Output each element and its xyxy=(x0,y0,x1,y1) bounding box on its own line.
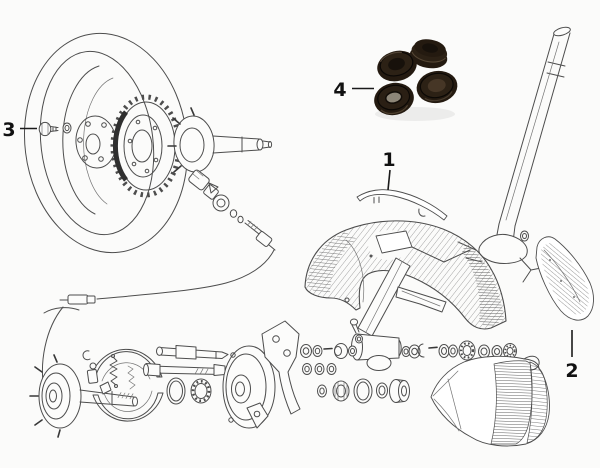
washer xyxy=(520,230,529,242)
wheel-hub-plate xyxy=(75,115,117,169)
callout-2[interactable]: 2 xyxy=(565,330,579,382)
c-clip xyxy=(82,350,91,361)
brake-cam xyxy=(86,362,112,395)
brake-hub xyxy=(29,354,138,438)
callout-4[interactable]: 4 xyxy=(333,79,374,101)
washer xyxy=(302,363,312,375)
axle-rod xyxy=(143,363,226,377)
grommet xyxy=(374,82,414,116)
brake-lever xyxy=(246,402,269,429)
hub-flange-axle xyxy=(167,107,273,182)
nut xyxy=(408,344,421,359)
front-fender xyxy=(304,220,507,330)
fender-brace-part-1 xyxy=(356,189,448,221)
callout-1[interactable]: 1 xyxy=(382,149,396,191)
o-ring xyxy=(166,377,186,405)
rear-fender-section xyxy=(430,355,550,447)
speedometer-drive xyxy=(188,169,276,251)
hardware-row-middle xyxy=(302,363,337,375)
washer xyxy=(478,344,490,359)
slider-bolt xyxy=(349,318,363,344)
end-cap xyxy=(389,379,410,403)
washer xyxy=(348,345,357,357)
pin xyxy=(323,347,333,350)
ribbed-cap xyxy=(332,380,350,402)
bearing xyxy=(190,378,212,404)
front-wheel xyxy=(23,32,189,254)
pin xyxy=(428,346,438,349)
side-trim-part-2 xyxy=(520,230,594,321)
axle-rod xyxy=(156,345,229,360)
grommet xyxy=(416,70,458,104)
washer xyxy=(438,344,450,358)
callout-4-label[interactable]: 4 xyxy=(333,79,346,101)
washer xyxy=(312,345,323,357)
partial-ring xyxy=(417,343,425,358)
grommet xyxy=(377,50,417,82)
anchor-arm xyxy=(261,320,301,415)
rubber-grommets-part-4 xyxy=(374,39,458,121)
callout-1-label[interactable]: 1 xyxy=(382,149,395,171)
callout-3[interactable]: 3 xyxy=(2,119,37,141)
hardware-row-upper xyxy=(300,340,517,361)
hub-bolt-part-3 xyxy=(38,121,72,137)
callout-2-label[interactable]: 2 xyxy=(565,360,578,382)
brake-backing-plate xyxy=(222,320,301,429)
callout-1-leader xyxy=(387,169,391,191)
grommet xyxy=(409,39,448,69)
brake-shoes xyxy=(82,348,164,422)
fork-slider xyxy=(349,257,447,371)
hardware-row-lower xyxy=(317,378,410,404)
washer xyxy=(317,384,327,398)
brake-springs xyxy=(109,354,136,390)
large-ring xyxy=(353,378,373,404)
washer xyxy=(491,345,503,358)
nut xyxy=(300,344,312,358)
washer xyxy=(314,363,325,375)
spacer xyxy=(334,343,348,359)
callout-3-label[interactable]: 3 xyxy=(2,119,15,141)
bearing xyxy=(458,340,476,361)
washer xyxy=(326,363,337,375)
washer xyxy=(448,344,458,358)
washer xyxy=(376,382,388,399)
